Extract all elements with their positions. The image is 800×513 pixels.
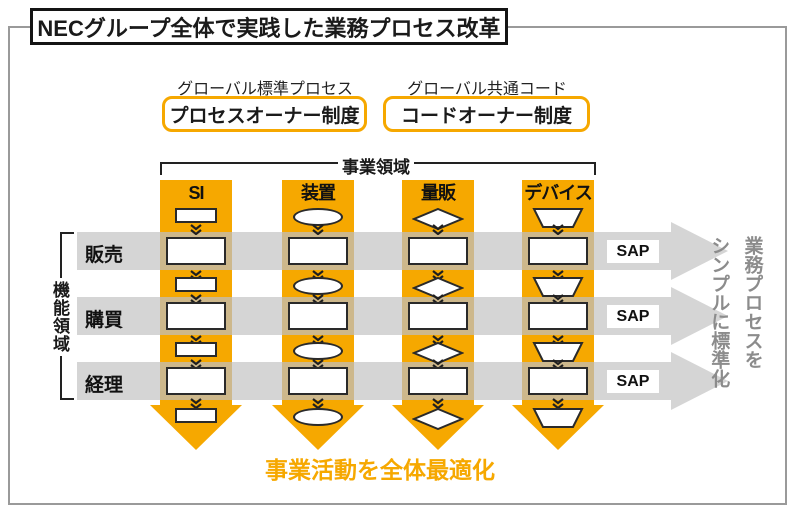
row-label-purchasing: 購買: [85, 310, 124, 331]
process-step-box: [288, 237, 348, 265]
flow-shape-ellipse-icon: [293, 342, 343, 360]
flow-shape-ellipse-icon: [293, 277, 343, 295]
right-note: 業務プロセスを シンプルに標準化: [708, 236, 763, 388]
code-owner-box: コードオーナー制度: [383, 96, 590, 132]
column-header: 装置: [301, 183, 336, 203]
row-label-sales: 販売: [85, 245, 124, 266]
bottom-note: 事業活動を全体最適化: [265, 457, 495, 483]
column-header: SI: [188, 183, 204, 203]
business-domain-bracket-tick-right: [594, 162, 596, 175]
process-owner-box: プロセスオーナー制度: [162, 96, 367, 132]
process-step-box: [408, 237, 468, 265]
flow-shape-ellipse-icon: [293, 408, 343, 426]
process-step-box: [528, 367, 588, 395]
process-step-box: [408, 367, 468, 395]
chevron-down-icon: [312, 224, 324, 235]
sap-arrow-icon: [671, 352, 728, 410]
flow-shape-trapezoid-icon: [532, 408, 584, 430]
process-step-box: [528, 237, 588, 265]
process-step-box: [528, 302, 588, 330]
column-si: SI: [150, 180, 242, 452]
caption-global-common-code: グローバル共通コード: [407, 81, 567, 98]
flow-shape-trapezoid-icon: [532, 277, 584, 299]
flow-shape-rect-icon: [175, 208, 217, 223]
flow-shape-trapezoid-icon: [532, 208, 584, 230]
column-equipment: 装置: [272, 180, 364, 452]
row-label-accounting: 経理: [85, 375, 124, 396]
column-device: デバイス: [512, 180, 604, 452]
business-domain-bracket-tick-left: [160, 162, 162, 175]
sap-arrow-icon: [671, 222, 728, 280]
process-step-box: [408, 302, 468, 330]
caption-global-standard-process: グローバル標準プロセス: [177, 81, 353, 98]
process-step-box: [288, 367, 348, 395]
process-step-box: [166, 367, 226, 395]
diagram-title-box: NECグループ全体で実践した業務プロセス改革: [30, 8, 508, 45]
column-header: デバイス: [524, 183, 592, 203]
flow-shape-trapezoid-icon: [532, 342, 584, 364]
business-domain-label: 事業領域: [338, 153, 414, 178]
process-step-box: [166, 302, 226, 330]
flow-shape-rect-icon: [175, 277, 217, 292]
sap-label: SAP: [607, 370, 659, 393]
flow-shape-rect-icon: [175, 408, 217, 423]
functional-domain-bracket-tick-bottom: [60, 398, 74, 400]
functional-domain-label: 機能領域: [50, 278, 72, 356]
chevron-down-icon: [190, 224, 202, 235]
diagram-title: NECグループ全体で実践した業務プロセス改革: [37, 15, 501, 41]
chevron-down-icon: [552, 224, 564, 235]
process-step-box: [166, 237, 226, 265]
column-header: 量販: [421, 183, 456, 203]
chevron-down-icon: [432, 224, 444, 235]
flow-shape-ellipse-icon: [293, 208, 343, 226]
flow-shape-diamond-icon: [411, 407, 465, 431]
sap-arrow-icon: [671, 287, 728, 345]
sap-label: SAP: [607, 240, 659, 263]
functional-domain-bracket-tick-top: [60, 232, 74, 234]
process-step-box: [288, 302, 348, 330]
column-mass-retail: 量販: [392, 180, 484, 452]
flow-shape-rect-icon: [175, 342, 217, 357]
sap-label: SAP: [607, 305, 659, 328]
